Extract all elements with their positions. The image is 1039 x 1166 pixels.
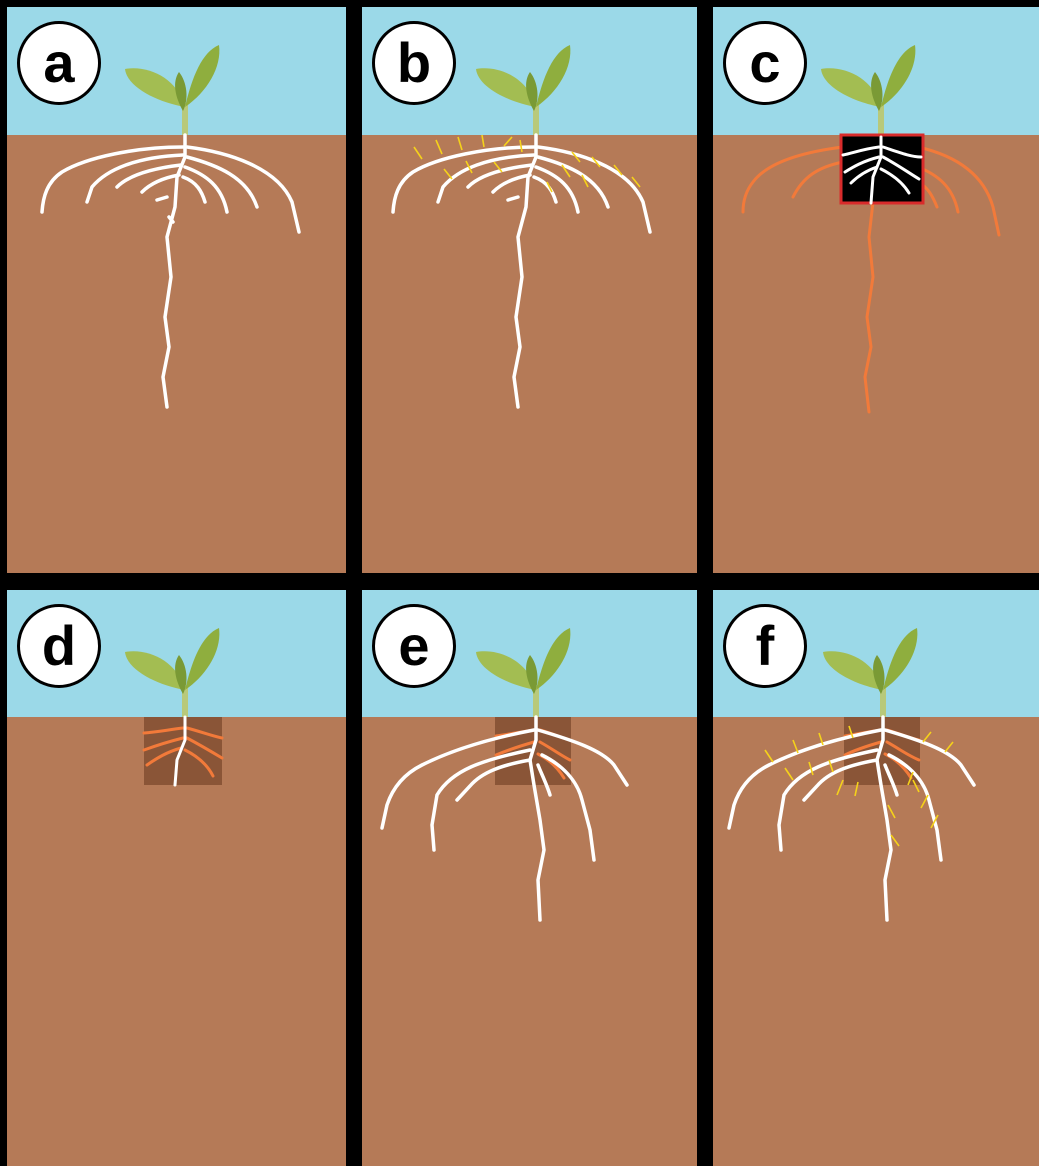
panel-label-f: f [723, 604, 807, 688]
panel-d: d [7, 590, 346, 1166]
panel-label-d: d [17, 604, 101, 688]
panel-label-c: c [723, 21, 807, 105]
panel-a: a [7, 7, 346, 573]
panel-label-b: b [372, 21, 456, 105]
panel-label-a: a [17, 21, 101, 105]
panel-e: e [362, 590, 697, 1166]
soil [362, 135, 697, 573]
panel-c: c [713, 7, 1039, 573]
panel-label-e: e [372, 604, 456, 688]
panel-b: b [362, 7, 697, 573]
panel-f: f [713, 590, 1039, 1166]
